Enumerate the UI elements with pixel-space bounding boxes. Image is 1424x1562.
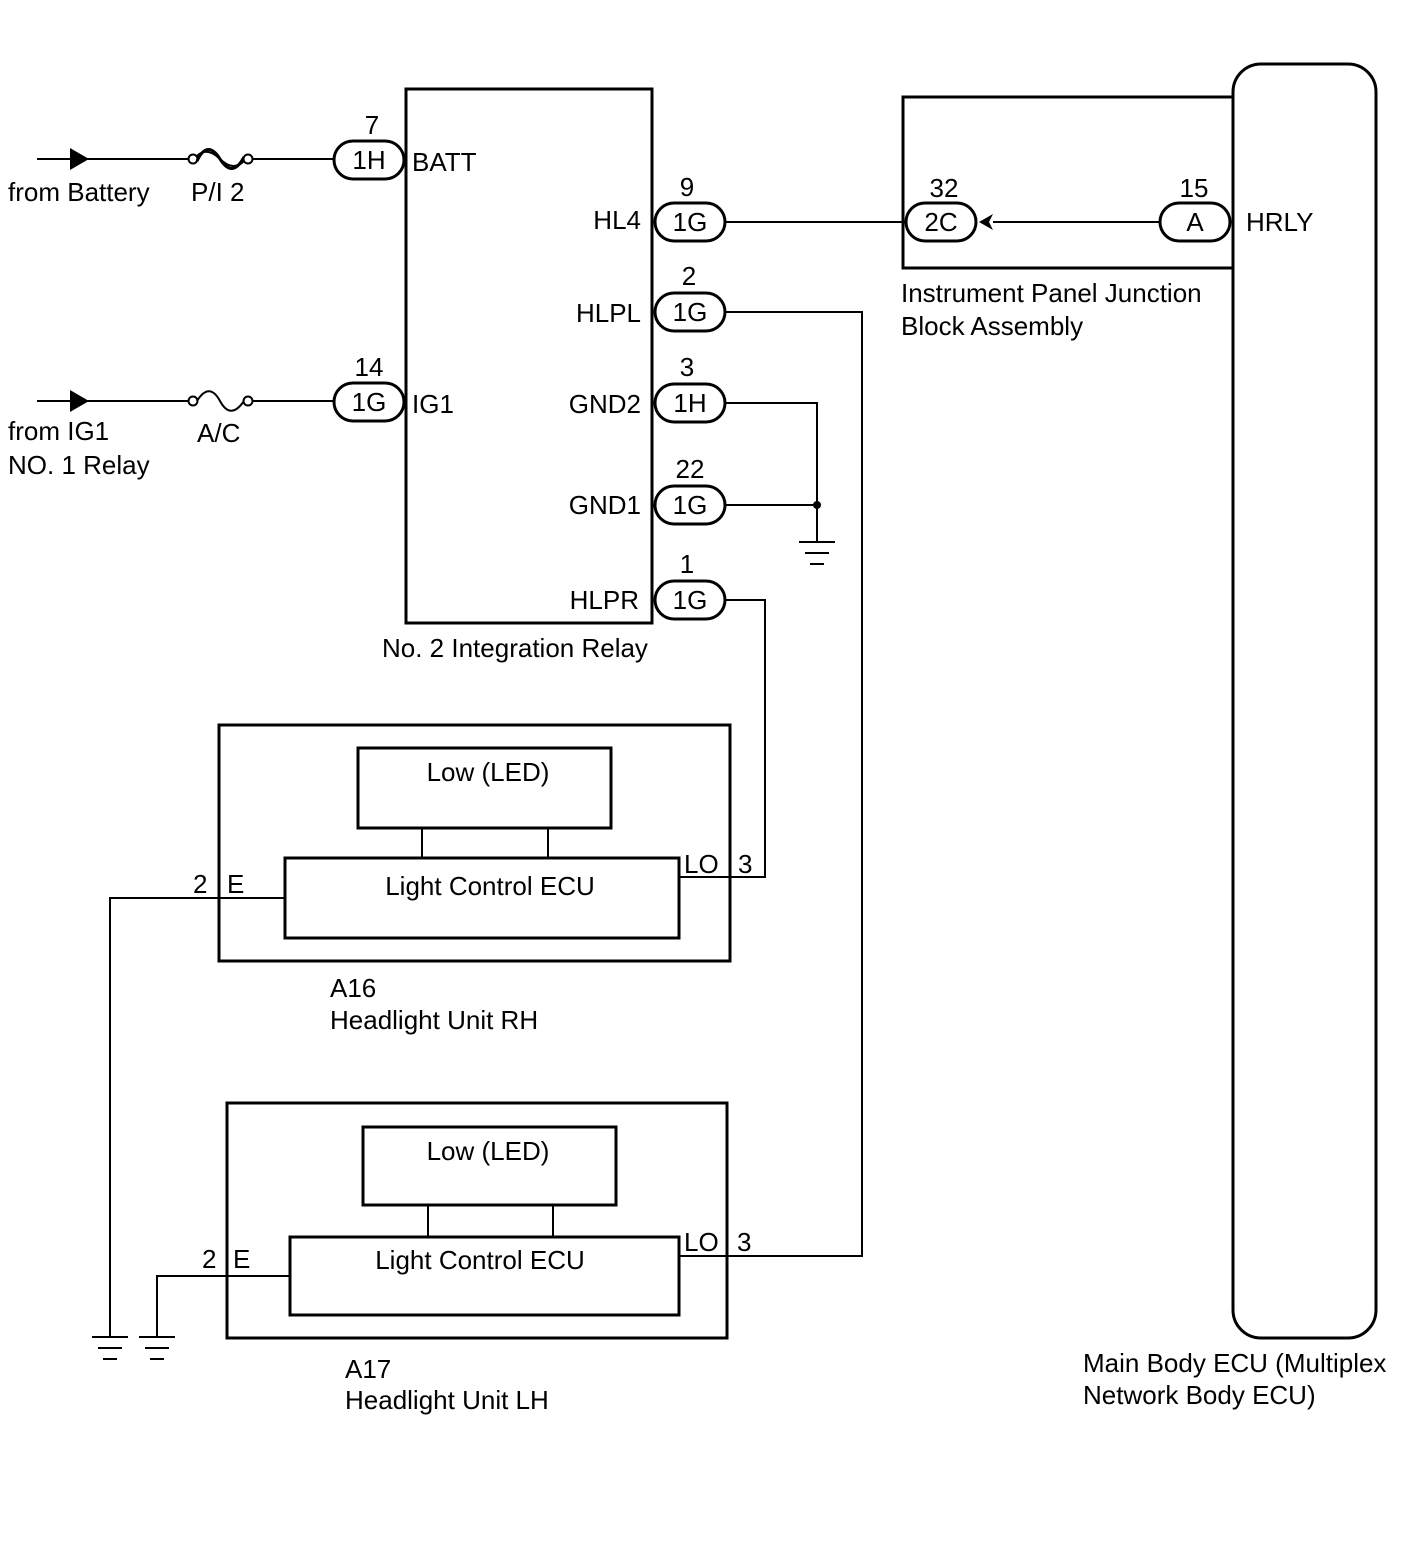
- fuse-ac: A/C: [187, 390, 254, 448]
- connector-label: 1G: [673, 207, 708, 237]
- connector-label: 1G: [673, 585, 708, 615]
- pin-number: 7: [365, 110, 379, 140]
- connector-1h-batt: [332, 139, 406, 181]
- wire-hlpr-to-rh-lo: [679, 599, 766, 878]
- connector-label: 1G: [352, 387, 387, 417]
- fuse-pi2-label: P/I 2: [191, 177, 244, 207]
- headlight-rh-name: Headlight Unit RH: [330, 1005, 538, 1035]
- connector-2c: [904, 201, 978, 243]
- pin-name-lo: LO: [684, 849, 719, 879]
- pin-number: 1: [680, 549, 694, 579]
- ig1-source-label-1: from IG1: [8, 416, 109, 446]
- junction-label-1: Instrument Panel Junction: [901, 278, 1202, 308]
- main-body-ecu-box: [1231, 62, 1378, 1340]
- connector-1g-ig1: [332, 381, 406, 423]
- headlight-rh-code: A16: [330, 973, 376, 1003]
- pin-number: 3: [738, 849, 752, 879]
- pin-number: 2: [202, 1244, 216, 1274]
- wire-lh-ground: [156, 1275, 290, 1337]
- pin-number: 9: [680, 172, 694, 202]
- ig1-feed: from IG1 NO. 1 Relay: [8, 390, 188, 480]
- low-led-box: [356, 746, 613, 830]
- fuse-element-icon: [196, 390, 245, 412]
- low-led-label: Low (LED): [427, 1136, 550, 1166]
- pin-name-gnd2: GND2: [569, 389, 641, 419]
- fuse-element-icon: [196, 150, 245, 167]
- fuse-terminal: [187, 153, 199, 165]
- relay-box: [404, 87, 654, 625]
- connector-label: 2C: [924, 207, 957, 237]
- ground-icon: [799, 541, 835, 565]
- pin-number: 3: [680, 352, 694, 382]
- low-led-label: Low (LED): [427, 757, 550, 787]
- pin-name-e: E: [233, 1244, 250, 1274]
- low-led-box: [361, 1125, 618, 1207]
- ig1-arrow-icon: [70, 390, 89, 412]
- connector-label: A: [1186, 207, 1204, 237]
- pin-name-hlpl: HLPL: [576, 298, 641, 328]
- connector-arrow-icon: [979, 214, 993, 230]
- headlight-lh-box: [225, 1101, 729, 1340]
- wire-hlpl-to-lh-lo: [680, 311, 863, 1257]
- ground-icon: [139, 1336, 175, 1360]
- connector-label: 1G: [673, 297, 708, 327]
- ground-icon: [92, 1336, 128, 1360]
- pin-name-batt: BATT: [412, 147, 477, 177]
- headlight-lh-code: A17: [345, 1354, 391, 1384]
- battery-arrow-icon: [70, 148, 89, 170]
- fuse-pi2: P/I 2: [187, 148, 254, 207]
- battery-source-label: from Battery: [8, 177, 150, 207]
- pin-number: 2: [193, 869, 207, 899]
- connector-label: 1H: [673, 388, 706, 418]
- pin-name-ig1: IG1: [412, 389, 454, 419]
- pin-number: 22: [676, 454, 705, 484]
- fuse-terminal: [187, 395, 199, 407]
- pin-name-hlpr: HLPR: [570, 585, 639, 615]
- light-control-ecu-label: Light Control ECU: [375, 1245, 585, 1275]
- fuse-terminal: [242, 153, 254, 165]
- wire-gnd2: [725, 402, 818, 542]
- battery-feed: from Battery: [8, 148, 193, 207]
- connector-label: 1G: [673, 490, 708, 520]
- pin-name-e: E: [227, 869, 244, 899]
- pin-number: 3: [737, 1227, 751, 1257]
- junction-block: 2C 32 Instrument Panel Junction Block As…: [901, 95, 1233, 341]
- pin-number: 32: [930, 173, 959, 203]
- integration-relay: No. 2 Integration Relay 1H 7 BATT 1G 14 …: [332, 87, 727, 663]
- headlight-unit-rh: Low (LED) Light Control ECU LO 3 2 E A16…: [193, 723, 752, 1035]
- junction-label-2: Block Assembly: [901, 311, 1083, 341]
- pin-number: 14: [355, 352, 384, 382]
- connector-label: 1H: [352, 145, 385, 175]
- fuse-ac-label: A/C: [197, 418, 240, 448]
- pin-number: 2: [682, 261, 696, 291]
- pin-name-hl4: HL4: [593, 205, 641, 235]
- ig1-source-label-2: NO. 1 Relay: [8, 450, 150, 480]
- splice-point: [813, 501, 821, 509]
- fuse-terminal: [242, 395, 254, 407]
- pin-name-hrly: HRLY: [1246, 207, 1313, 237]
- main-body-ecu-label-1: Main Body ECU (Multiplex: [1083, 1348, 1386, 1378]
- light-control-ecu-label: Light Control ECU: [385, 871, 595, 901]
- junction-block-box: [901, 95, 1233, 270]
- relay-label: No. 2 Integration Relay: [382, 633, 648, 663]
- wire-rh-ground: [109, 897, 285, 1337]
- connector-a: [1158, 201, 1232, 243]
- pin-name-lo: LO: [684, 1227, 719, 1257]
- headlight-unit-lh: Low (LED) Light Control ECU LO 3 2 E A17…: [202, 1101, 751, 1415]
- main-body-ecu: A 15 HRLY Main Body ECU (Multiplex Netwo…: [1083, 62, 1386, 1410]
- pin-number: 15: [1180, 173, 1209, 203]
- main-body-ecu-label-2: Network Body ECU): [1083, 1380, 1316, 1410]
- pin-name-gnd1: GND1: [569, 490, 641, 520]
- headlight-rh-box: [217, 723, 732, 963]
- headlight-lh-name: Headlight Unit LH: [345, 1385, 549, 1415]
